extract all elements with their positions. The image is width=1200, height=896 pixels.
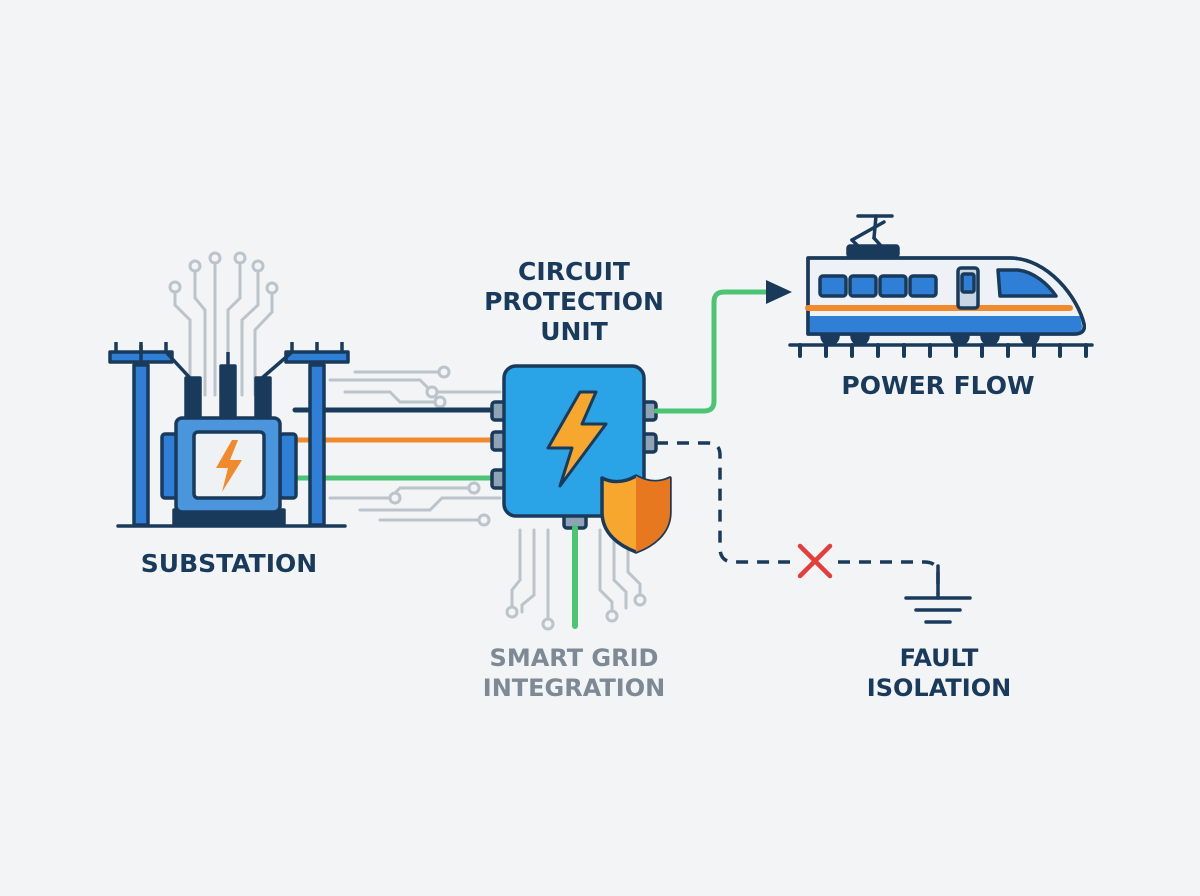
protection-unit-label-line-1: CIRCUIT: [518, 257, 630, 286]
x-mark-icon: [797, 543, 833, 579]
arrow-head-icon: [766, 280, 792, 304]
power-flow-label: POWER FLOW: [841, 371, 1034, 400]
feed-lines: [292, 407, 498, 481]
substation-icon: [108, 342, 350, 528]
shield-icon: [600, 474, 672, 554]
fault-isolation-label-line-1: FAULT: [900, 644, 979, 672]
ground-icon: [904, 564, 972, 624]
lightning-bolt-icon: [546, 390, 608, 488]
circuit-traces: [173, 260, 642, 622]
substation-label: SUBSTATION: [141, 549, 317, 578]
circuit-nodes: [168, 251, 647, 631]
fault-isolation-label-line-2: ISOLATION: [867, 674, 1011, 702]
protection-unit-label-line-3: UNIT: [540, 317, 608, 346]
smart-grid-label-line-1: SMART GRID: [490, 644, 659, 672]
transformer-bolt-icon: [216, 440, 242, 492]
protection-unit-label-line-2: PROTECTION: [484, 287, 664, 316]
power-flow-line: [653, 289, 771, 414]
fault-path: [656, 441, 940, 594]
train-icon: [788, 214, 1094, 358]
smart-grid-label-line-2: INTEGRATION: [483, 674, 665, 702]
